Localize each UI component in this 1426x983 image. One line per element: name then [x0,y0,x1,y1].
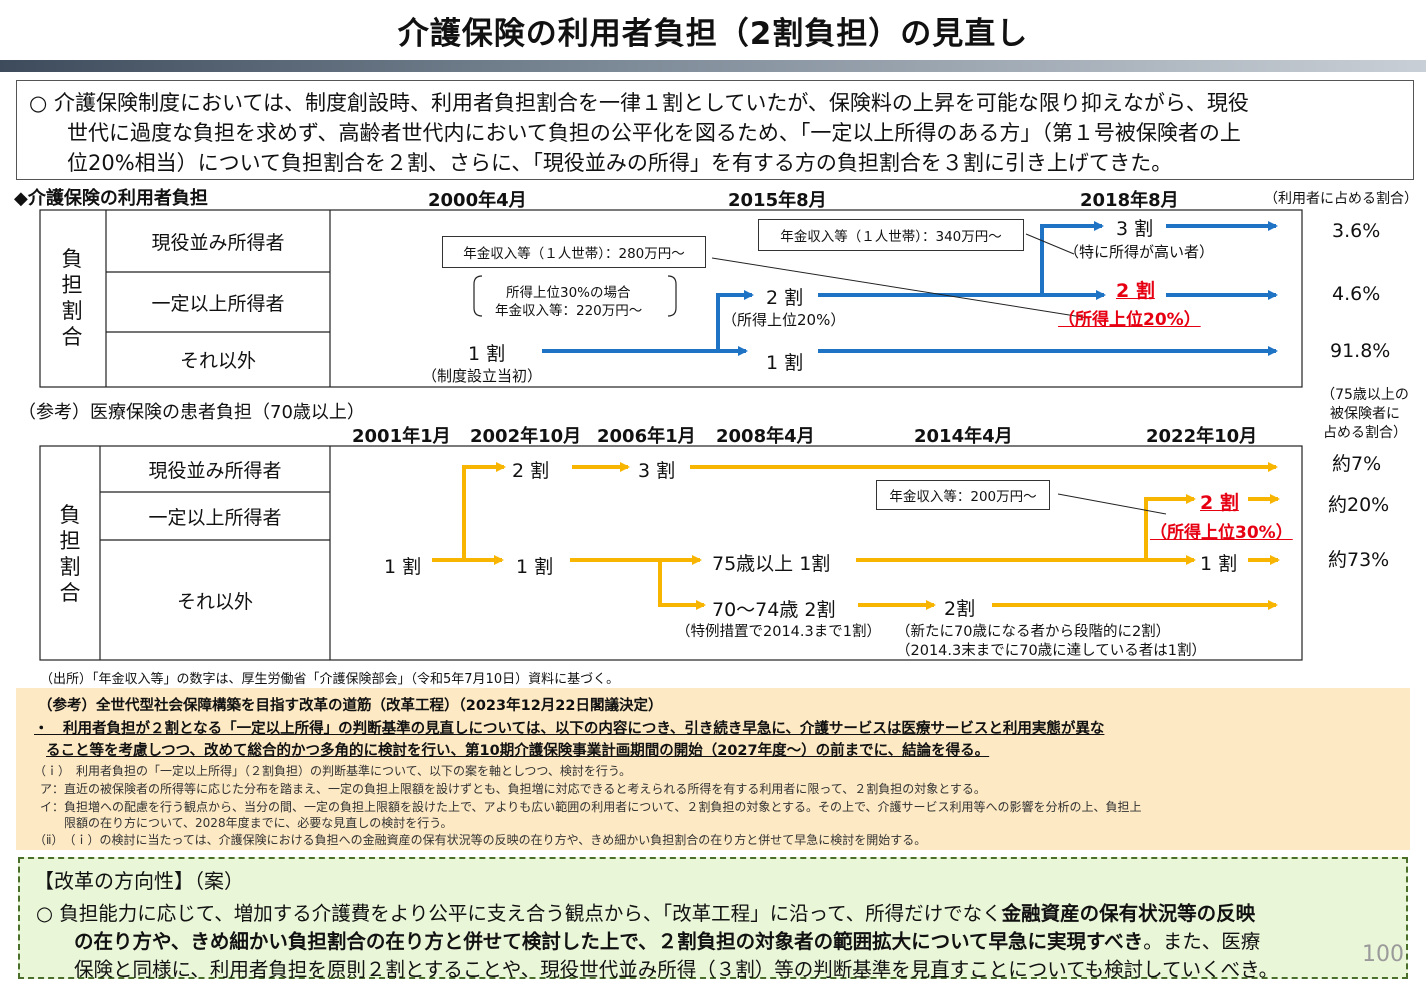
med-date-2022: 2022年10月 [1146,426,1258,447]
page-title: 介護保険の利用者負担（2割負担）の見直し [397,16,1029,52]
care-label-1-2000: 1 割 [468,343,506,365]
care-label-1-2015: 1 割 [766,352,804,374]
care-label-2-2018-sub: （所得上位20%） [1058,310,1201,330]
care-share-header: （利用者に占める割合） [1264,191,1418,207]
care-heading: ◆介護保険の利用者負担 [14,188,208,209]
care-share-genyaku: 3.6% [1332,220,1381,242]
reference-b1: イ：負担増への配慮を行う観点から、当分の間、一定の負担上限額を設けた上で、アより… [40,800,1142,814]
reference-ii: （ⅱ） （ｉ）の検討に当たっては、介護保険における負担への金融資産の保有状況等の… [34,833,927,847]
med-date-2006: 2006年1月 [597,426,696,447]
reference-bullet-1: ・ 利用者負担が２割となる「一定以上所得」の判断基準の見直しについては、以下の内… [34,721,1105,737]
med-vertical-label: 負 担 割 合 [59,503,81,605]
intro-line-1: ○ 介護保険制度においては、制度創設時、利用者負担割合を一律１割としていたが、保… [29,91,1249,115]
med-date-2002: 2002年10月 [470,426,582,447]
care-arrow-up-3wari [1040,221,1104,295]
med-label-1-2002: 1 割 [516,556,554,578]
note-220-b: 年金収入等：220万円～ [495,303,643,319]
med-label-2014-sub1: （新たに70歳になる者から段階的に2割） [896,624,1171,640]
care-date-2000: 2000年4月 [428,190,527,211]
med-label-7074-sub: （特例措置で2014.3まで1割） [676,624,881,640]
care-vertical-label: 負 担 割 合 [61,247,83,349]
med-label-2-2002: 2 割 [512,460,550,482]
med-date-2001: 2001年1月 [352,426,451,447]
care-label-2-2015: 2 割 [766,287,804,309]
medical-heading: （参考）医療保険の患者負担（70歳以上） [18,402,365,423]
med-label-1-2001: 1 割 [384,556,422,578]
reference-b2: 限額の在り方について、2028年度までに、必要な見直しの検討を行う。 [64,816,453,830]
med-row-ittei: 一定以上所得者 [148,506,282,529]
reform-heading: 【改革の方向性】（案） [34,869,244,893]
med-row-other: それ以外 [176,590,253,613]
med-row-genyaku: 現役並み所得者 [148,459,282,482]
med-label-2-2022-sub: （所得上位30%） [1150,523,1293,543]
pointer-line-200 [1057,493,1167,515]
med-label-2014-sub2: （2014.3末までに70歳に達している者は1割） [896,643,1206,659]
med-arrow-up-2022 [1144,494,1196,560]
med-label-7074: 70～74歳 2割 [712,599,836,621]
care-share-other: 91.8% [1330,340,1391,362]
care-row-ittei: 一定以上所得者 [151,292,285,315]
care-date-2015: 2015年8月 [728,190,827,211]
medical-table-frame [39,445,1303,661]
med-label-2-2022: 2 割 [1200,492,1239,514]
reform-box: 【改革の方向性】（案） ○ 負担能力に応じて、増加する介護費をより公平に支え合う… [18,857,1408,981]
med-date-2008: 2008年4月 [716,426,815,447]
intro-line-2: 世代に過度な負担を求めず、高齢者世代内において負担の公平化を図るため、「一定以上… [67,121,1241,145]
med-label-1-2022: 1 割 [1200,553,1238,575]
med-date-2014: 2014年4月 [914,426,1013,447]
care-date-2018: 2018年8月 [1080,190,1179,211]
med-arrow-down-7074 [658,560,706,610]
care-label-1-2000-sub: （制度設立当初） [422,367,543,385]
reform-line-3: 保険と同様に、利用者負担を原則２割とすることや、現役世代並み所得（３割）等の判断… [74,958,1279,981]
care-row-genyaku: 現役並み所得者 [151,231,285,254]
source-note: （出所）「年金収入等」の数字は、厚生労働省「介護保険部会」（令和5年7月10日）… [40,672,620,687]
med-share-header: （75歳以上の 被保険者に 占める割合） [1321,387,1409,441]
note-340: 年金収入等（１人世帯）：340万円～ [758,219,1024,251]
med-share-ittei: 約20% [1328,494,1390,516]
reference-box: （参考）全世代型社会保障構築を目指す改革の道筋（改革工程）（2023年12月22… [16,688,1410,850]
med-label-3-2006: 3 割 [638,460,676,482]
page-number: 100 [1362,942,1404,967]
med-arrow-up-2wari [432,462,506,562]
reference-bullet-2: ること等を考慮しつつ、改めて総合的かつ多角的に検討を行い、第10期介護保険事業計… [46,743,990,759]
reference-a: ア：直近の被保険者の所得等に応じた分布を踏まえ、一定の負担上限額を設けずとも、負… [40,782,986,796]
reference-heading: （参考）全世代型社会保障構築を目指す改革の道筋（改革工程）（2023年12月22… [38,698,663,714]
med-share-other: 約73% [1328,549,1390,571]
title-underline-bar [0,60,1426,72]
intro-line-3: 位20%相当）について負担割合を２割、さらに、「現役並みの所得」を有する方の負担… [67,151,1173,175]
med-label-2-2014: 2割 [944,598,976,620]
care-table-frame [39,209,1303,388]
pointer-line-280 [711,257,1089,319]
note-280: 年金収入等（１人世帯）：280万円～ [442,236,706,268]
care-label-2-2015-sub: （所得上位20%） [722,311,846,329]
pointer-line-340 [1025,233,1075,255]
reform-line-1: ○ 負担能力に応じて、増加する介護費をより公平に支え合う観点から、「改革工程」に… [36,902,1256,925]
care-label-3-2018-sub: （特に所得が高い者） [1064,243,1215,261]
care-arrow-up-2wari [716,290,754,351]
care-row-other: それ以外 [179,350,256,372]
med-share-genyaku: 約7% [1332,453,1382,475]
intro-box: ○ 介護保険制度においては、制度創設時、利用者負担割合を一律１割としていたが、保… [16,80,1414,180]
care-share-ittei: 4.6% [1332,283,1381,305]
note-200: 年金収入等：200万円～ [876,480,1050,510]
med-label-over75: 75歳以上 1割 [712,553,831,575]
reform-line-2: の在り方や、きめ細かい負担割合の在り方と併せて検討した上で、２割負担の対象者の範… [74,930,1261,953]
care-label-2-2018: 2 割 [1116,280,1155,302]
note-220-a: 所得上位30%の場合 [506,285,631,301]
care-label-3-2018: 3 割 [1116,218,1154,240]
reference-i: （ｉ） 利用者負担の「一定以上所得」（２割負担）の判断基準について、以下の案を軸… [34,764,632,778]
